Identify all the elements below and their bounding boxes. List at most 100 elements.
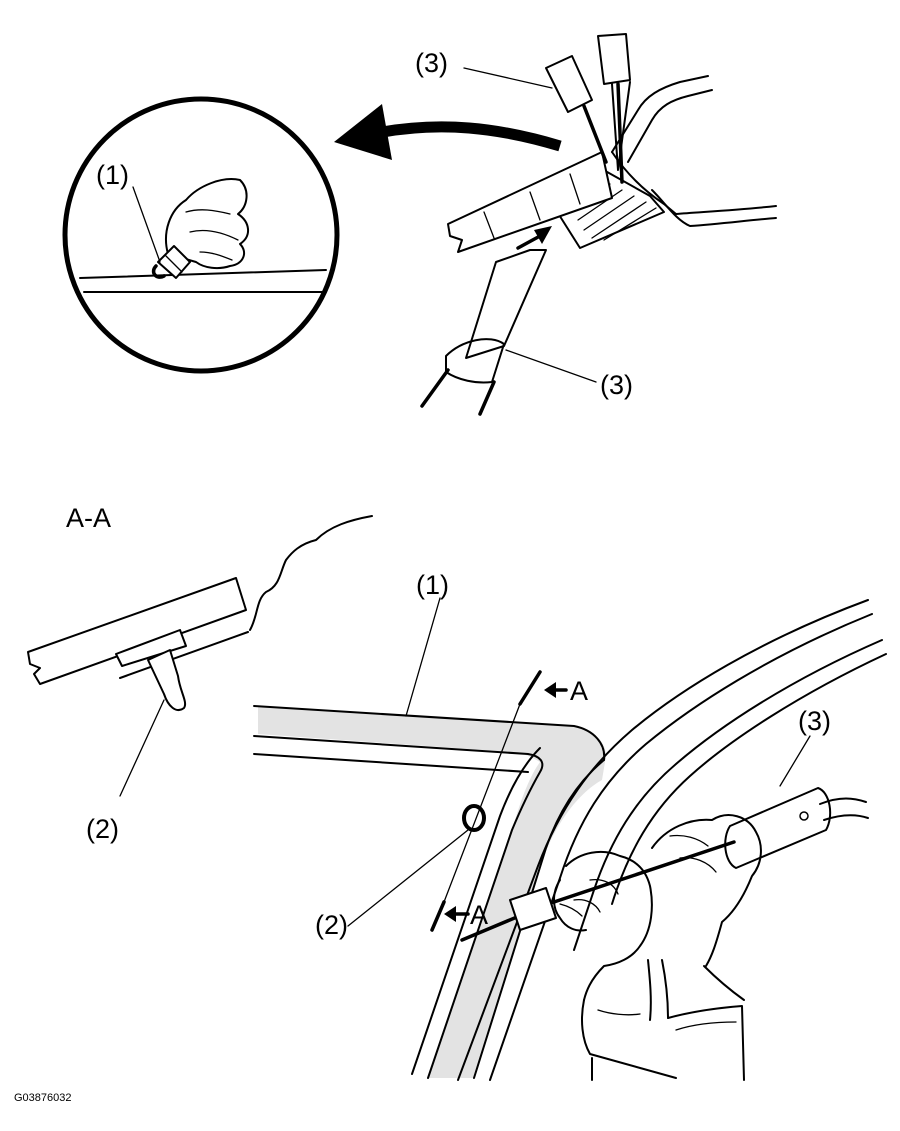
right-sleeve: [667, 1005, 745, 1081]
body-panel-lower-inner: [651, 189, 777, 227]
hatch-3: [583, 195, 635, 231]
main-clip-circle: [462, 804, 486, 832]
right-finger-line-1: [669, 834, 709, 847]
left-hand: [553, 850, 677, 1081]
upper-tool-right: [597, 33, 631, 184]
leader-main-1: [405, 597, 441, 717]
main-tool-shaft: [460, 840, 736, 942]
label-main-2: (2): [315, 910, 348, 940]
upper-tool-right-handle: [597, 33, 631, 85]
strip-stripe-1: [483, 211, 495, 239]
section-molding: [27, 577, 247, 685]
leader-top-3-upper: [463, 67, 553, 89]
magnify-arrow-head: [334, 104, 392, 160]
left-hand-fingers: [553, 879, 587, 932]
inset-finger-line-3: [199, 251, 233, 261]
inset-hand: [165, 178, 249, 270]
strip-stripe-3: [569, 173, 581, 205]
push-arrow-head: [534, 226, 552, 244]
scraper-blade: [465, 249, 547, 359]
main-tool: (3): [460, 706, 869, 942]
hatch-5: [603, 207, 657, 241]
a-arrow-lower-head: [444, 906, 456, 922]
section-clip: [147, 649, 187, 712]
magnify-arrow-shaft: [370, 121, 562, 152]
inset-tool-tip: [157, 245, 191, 279]
right-sleeve-fold: [675, 1021, 737, 1031]
inset-leader-1: [132, 186, 161, 263]
inset-clip: [151, 264, 166, 279]
molding-band-fill: [258, 706, 606, 1078]
left-hand-outline: [565, 850, 653, 1001]
leader-main-2: [347, 829, 469, 927]
strip-stripe-2: [529, 191, 541, 221]
main-tool-button: [799, 811, 809, 821]
inset-circle: [62, 96, 340, 374]
molding-lower-line: [253, 753, 529, 773]
upper-tool-left: [545, 55, 608, 164]
hatch-2: [577, 189, 623, 221]
inset-detail: (1): [62, 96, 340, 374]
figure-code: G03876032: [14, 1092, 72, 1104]
section-body-outline: [249, 515, 373, 631]
main-view: (1) A A (2) (3): [253, 570, 887, 1081]
leader-main-3: [779, 735, 811, 787]
right-hand: [651, 814, 762, 1081]
label-main-3: (3): [798, 706, 831, 736]
lower-scraper-tool: [420, 226, 552, 416]
body-panel-upper-outer: [611, 75, 709, 153]
left-finger-line-2: [573, 898, 601, 913]
left-sleeve-top: [581, 999, 677, 1079]
section-a-a: A-A (2): [27, 503, 373, 844]
glass-edge-line: [411, 747, 541, 1075]
label-main-1: (1): [416, 570, 449, 600]
label-inset-1: (1): [96, 160, 129, 190]
molding-inner-edge: [253, 735, 544, 1079]
main-tool-collar: [509, 887, 557, 931]
left-finger-line-1: [559, 903, 583, 917]
inset-tool-ridge: [165, 255, 183, 273]
section-marker-upper: [518, 670, 542, 706]
section-base-line: [119, 631, 249, 679]
left-wrist-line: [647, 959, 652, 1021]
upper-tool-right-blade: [616, 82, 624, 184]
left-sleeve-fold: [597, 1009, 641, 1016]
body-panel-upper-inner: [627, 89, 713, 163]
main-tool-body: [724, 787, 832, 869]
section-marker-lower: [430, 900, 446, 932]
upper-tool-left-blade: [582, 104, 608, 164]
leader-section-2: [119, 699, 165, 797]
scraper-grip: [445, 338, 505, 384]
top-cross-section: (3) (3): [415, 33, 777, 416]
section-title: A-A: [66, 503, 111, 533]
leader-top-3-lower: [505, 349, 597, 383]
inset-finger-line-2: [189, 229, 239, 241]
section-line: [443, 703, 521, 903]
section-clip-base: [115, 629, 187, 667]
left-finger-line-3: [589, 878, 619, 895]
right-hand-outline: [651, 814, 762, 967]
push-arrow-shaft: [516, 234, 542, 250]
label-top-3-upper: (3): [415, 48, 448, 78]
magnify-arrow: [334, 104, 562, 160]
main-tool-cable-1: [819, 797, 867, 805]
right-finger-line-2: [679, 856, 717, 873]
label-top-3-lower: (3): [600, 370, 633, 400]
hatch-4: [591, 201, 647, 239]
upper-tool-left-handle: [545, 55, 593, 113]
body-panel-lower-outer: [611, 151, 777, 215]
pillar-line-4: [611, 653, 887, 905]
main-tool-cable-2: [823, 814, 869, 821]
molding-outer-top: [253, 705, 606, 761]
right-wrist-line: [661, 959, 669, 1019]
inset-finger-line-1: [185, 209, 231, 215]
scraper-handle-right: [478, 380, 496, 416]
pillar-line-1: [457, 599, 869, 1081]
scraper-handle-left: [420, 368, 450, 408]
label-section-2: (2): [86, 814, 119, 844]
upper-tool-right-edge: [611, 81, 631, 171]
a-arrow-upper-head: [544, 682, 556, 698]
label-a-lower: A: [470, 900, 488, 930]
